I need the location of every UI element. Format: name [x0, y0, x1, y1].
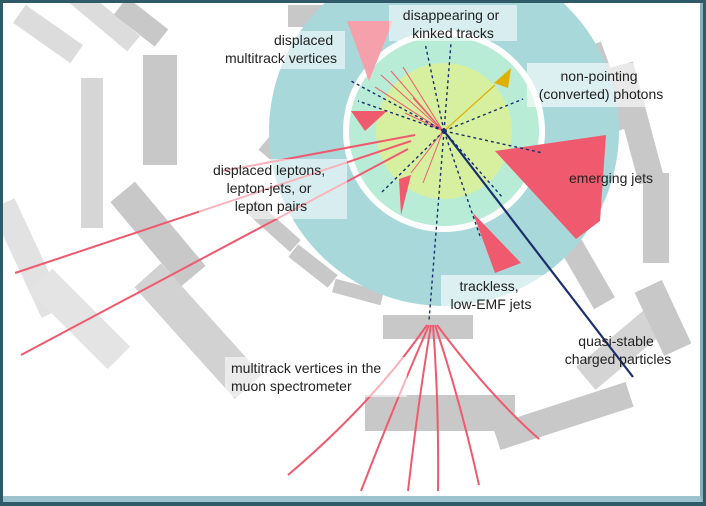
short-track	[422, 130, 444, 184]
label-line: lepton-jets, or	[227, 180, 312, 196]
label-line: displaced	[274, 32, 333, 48]
neutral-track	[443, 130, 544, 154]
muon-chamber	[365, 395, 515, 431]
short-track	[402, 66, 444, 132]
muon-chamber	[288, 244, 338, 288]
label-line: lepton pairs	[235, 198, 307, 214]
label-emerging-jets: emerging jets	[569, 170, 653, 186]
muon-chamber	[634, 279, 692, 357]
muon-chamber	[113, 0, 169, 47]
label-line: disappearing or	[403, 7, 500, 23]
muon-chamber	[643, 173, 669, 263]
label-non-pointing-photons: non-pointing (converted) photons	[539, 68, 664, 102]
muon-chamber	[81, 78, 103, 228]
label-displaced-leptons: displaced leptons, lepton-jets, or lepto…	[213, 162, 329, 214]
trackless-jet-cone	[473, 213, 521, 273]
label-line: muon spectrometer	[231, 378, 352, 394]
label-displaced-multitrack-vertices: displaced multitrack vertices	[225, 32, 337, 66]
label-background	[389, 5, 517, 41]
muon-chamber	[29, 268, 131, 370]
muon-track	[287, 324, 428, 476]
label-background	[225, 357, 407, 397]
muon-track	[432, 324, 440, 492]
neutral-track	[380, 130, 445, 194]
label-line: (converted) photons	[539, 86, 664, 102]
label-muon-vertices: multitrack vertices in the muon spectrom…	[231, 360, 385, 394]
muon-track	[360, 324, 430, 492]
label-line: displaced leptons,	[213, 162, 325, 178]
quasi-stable-track	[443, 130, 634, 378]
muon-chamber	[143, 55, 177, 165]
neutral-track	[428, 130, 445, 322]
neutral-track	[443, 98, 524, 132]
displaced-vertex-cone	[351, 111, 387, 131]
muon-chamber	[332, 278, 384, 306]
muon-track	[436, 324, 540, 440]
label-background	[527, 63, 679, 107]
short-track	[380, 74, 444, 132]
detector-diagram: disappearing or kinked tracks displaced …	[0, 0, 692, 492]
muon-chamber	[559, 236, 615, 310]
muon-vertex-tracks	[287, 324, 540, 492]
label-quasi-stable-particles: quasi-stable charged particles	[565, 333, 672, 367]
label-background	[231, 31, 345, 69]
label-trackless-jets: trackless, low-EMF jets	[451, 278, 532, 312]
displaced-vertex-cone	[347, 21, 393, 81]
photon-deposit	[494, 68, 511, 88]
muon-chamber	[492, 382, 634, 450]
label-background	[199, 159, 347, 219]
label-line: trackless,	[459, 278, 518, 294]
interaction-point	[441, 128, 447, 134]
muon-track	[407, 324, 432, 492]
label-line: quasi-stable	[578, 333, 654, 349]
label-line: multitrack vertices	[225, 50, 337, 66]
photon-track	[443, 84, 496, 132]
muon-chamber	[110, 181, 206, 287]
emerging-jet-cone	[495, 135, 606, 239]
displaced-vertex-cone	[399, 175, 411, 215]
label-line: low-EMF jets	[451, 296, 532, 312]
label-line: kinked tracks	[412, 25, 494, 41]
short-track	[412, 97, 444, 132]
short-track	[410, 130, 444, 174]
muon-chamber	[13, 4, 83, 64]
label-line: non-pointing	[561, 68, 638, 84]
muon-track	[434, 324, 480, 486]
neutral-track	[443, 130, 482, 240]
label-disappearing-tracks: disappearing or kinked tracks	[403, 7, 503, 41]
label-line: charged particles	[565, 351, 672, 367]
annotations: disappearing or kinked tracks displaced …	[199, 5, 679, 397]
neutral-track	[443, 42, 452, 132]
label-background	[441, 275, 545, 315]
jet-cones	[347, 21, 606, 273]
label-line: multitrack vertices in the	[231, 360, 381, 376]
